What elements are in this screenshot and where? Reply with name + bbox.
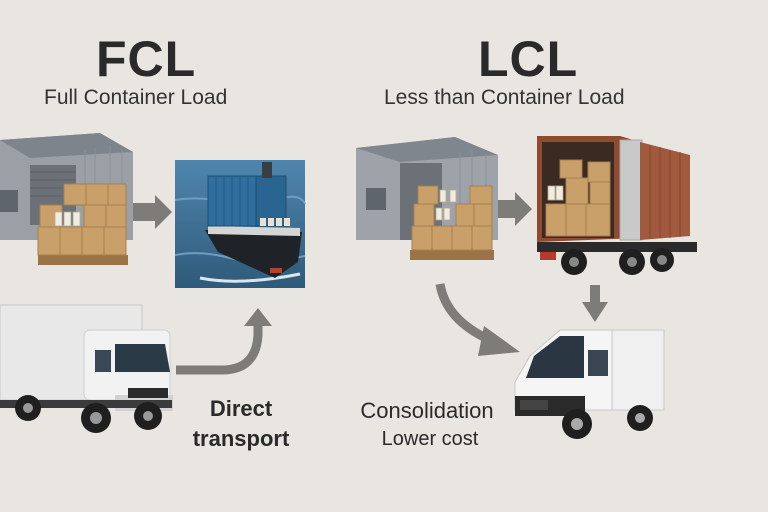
fcl-pallet-boxes-icon — [37, 183, 128, 265]
arrow-container-to-van-icon — [582, 285, 608, 322]
delivery-van-icon — [514, 329, 665, 439]
container-ship-icon — [174, 160, 306, 288]
fcl-box-truck-icon — [0, 304, 173, 433]
consolidation-caption: Consolidation — [360, 398, 494, 423]
direct-caption-line1: Direct — [209, 396, 273, 421]
arrow-warehouse-to-van-icon — [435, 283, 520, 356]
arrow-warehouse-to-ship-icon — [133, 195, 172, 229]
direct-caption-line2: transport — [192, 426, 290, 451]
fcl-subtitle: Full Container Load — [44, 86, 228, 109]
arrow-truck-to-ship-icon — [176, 308, 272, 375]
lcl-heading: LCL — [478, 31, 579, 87]
lcl-subtitle: Less than Container Load — [384, 86, 625, 109]
container-truck-icon — [537, 136, 697, 275]
lcl-pallet-boxes-icon — [410, 185, 494, 260]
arrow-warehouse-to-container-icon — [498, 192, 532, 226]
lower-cost-caption: Lower cost — [381, 428, 479, 450]
fcl-heading: FCL — [96, 31, 197, 87]
